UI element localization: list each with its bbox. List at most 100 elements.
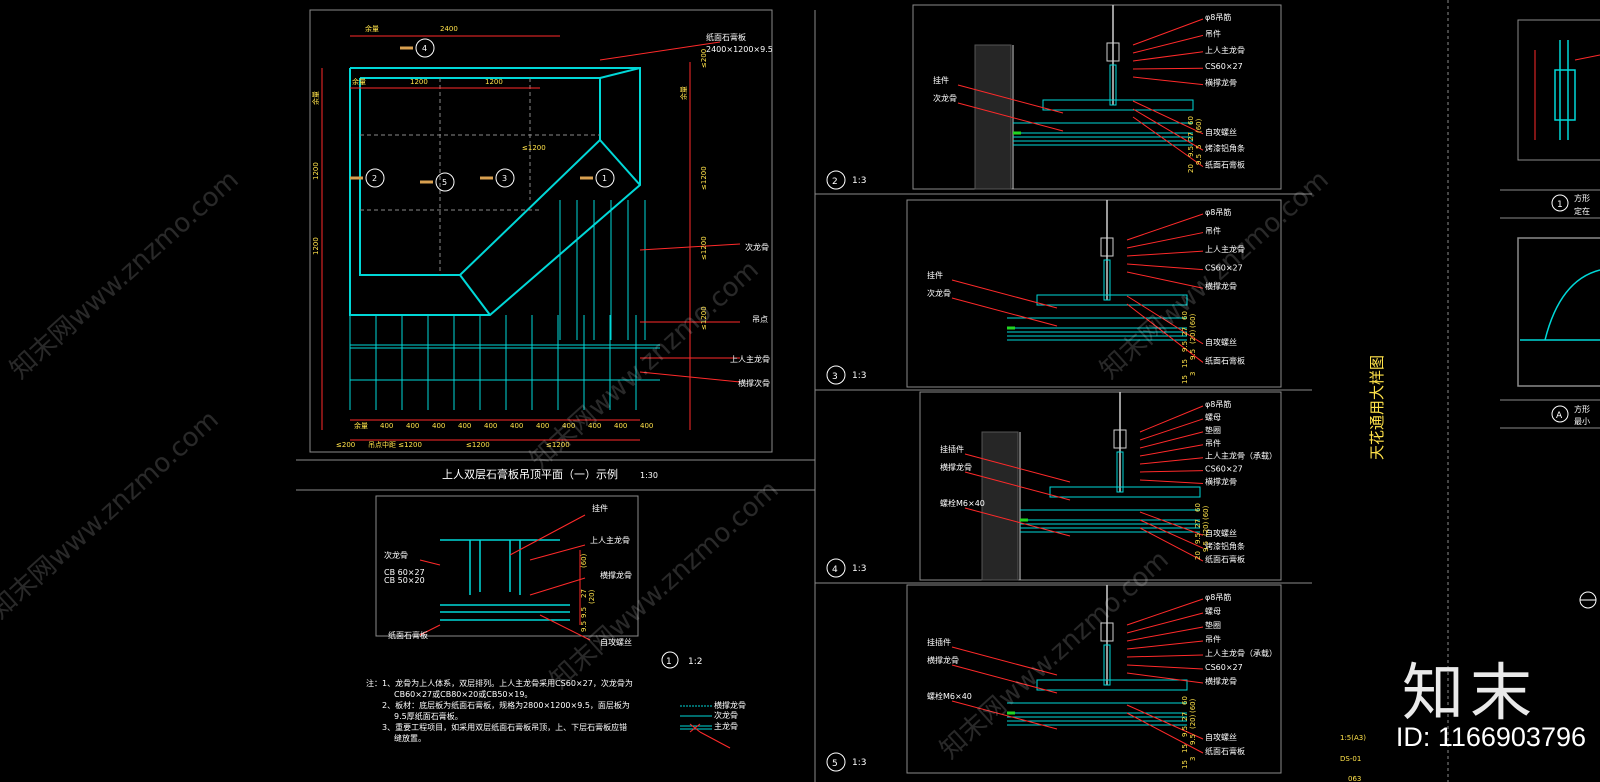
detail2-label-1: 吊件 [1205,28,1221,38]
detail3-label-6: 次龙骨 [927,288,951,298]
detail-2: φ8吊筋吊件上人主龙骨CS60×27横撑龙骨挂件次龙骨自攻螺丝烤漆铝角条纸面石膏… [826,4,1282,190]
plan-right-label-3: 吊点 [752,315,768,324]
plan-right-dim-0: ≤200 [700,49,708,68]
detail5-dim-0: 60 [1181,696,1189,705]
detail4-dim-5: 9.5 [1202,541,1210,552]
plan-bottom-dim-0: 余量 [354,421,368,430]
detail2-dim-3: 5 [1195,145,1203,149]
plan-right-dim-4: ≤1200 [700,306,708,330]
main-plan-scale: 1:30 [640,471,658,480]
detail4-dim-1: (60) [1202,505,1210,520]
sheet-frame [296,0,1449,782]
detail5-dim-8: 15 [1181,760,1189,769]
detail4-label-7: 螺栓M6×40 [940,498,985,508]
detail3-dim-1: (60) [1189,313,1197,328]
detail2-label-2: 上人主龙骨 [1205,45,1245,55]
plan-right-label-2: 次龙骨 [745,242,769,252]
detail3-label-8: 纸面石膏板 [1205,355,1245,365]
plan-left-dim-2: 1200 [312,237,320,255]
plan-right-label-4: 上人主龙骨 [730,354,770,364]
watermark-1: 知末网www.znzmo.com [5,165,245,385]
plan-bottom-spacing-2: ≤1200 [466,441,490,449]
detail1-label-1: 上人主龙骨 [590,535,630,545]
detail4-label-3: 吊件 [1205,438,1221,448]
detail4-label-4: 上人主龙骨（承载） [1205,451,1277,461]
detail3-scale: 1:3 [852,371,866,381]
detail3-dim-7: 3 [1189,372,1197,376]
legend: 横撑龙骨 次龙骨 主龙骨 [680,700,746,749]
detail1-dim-3: 27 [580,589,588,598]
plan-marker-2: 2 [372,174,377,183]
corner-label-2: 063 [1348,775,1361,782]
detail2-dim-6: 20 [1187,164,1195,173]
detail1-label-4: CB 50×20 [384,576,425,585]
detail4-label-6: 横撑龙骨 [1205,477,1237,487]
detail4-label-1: 螺母 [1205,412,1221,422]
partial-circle-1: 1 [1557,200,1563,210]
detail5-dim-1: (60) [1189,698,1197,713]
plan-left-dim-0: 余量 [311,91,320,105]
side-title: 天花通用大样图 [1368,355,1386,460]
detail3-number: 3 [832,372,838,382]
legend-zhulonggu: 主龙骨 [714,721,738,731]
detail2-dim-4: 9.5 [1187,146,1195,157]
plan-bottom-dim-9: 400 [588,422,601,430]
plan-bottom-spacing-3: ≤1200 [546,441,570,449]
plan-bottom-dim-3: 400 [432,422,445,430]
plan-bottom-dim-7: 400 [536,422,549,430]
detail4-label-2: 垫圈 [1205,425,1221,435]
plan-right-label-1: 2400×1200×9.5 [706,45,773,54]
detail2-label-6: 次龙骨 [933,93,957,103]
detail4-label-5: CS60×27 [1205,465,1243,474]
detail5-label-6: 横撑龙骨 [1205,676,1237,686]
detail1-label-5: 横撑龙骨 [600,570,632,580]
plan-left-dim-1: 1200 [312,162,320,180]
detail1-label-3: CB 60×27 [384,568,425,577]
corner-label-0: 1:5(A3) [1340,734,1366,742]
plan-marker-3: 3 [502,174,507,183]
plan-bottom-dim-1: 400 [380,422,393,430]
watermark-4: 知末网www.znzmo.com [545,475,785,695]
detail5-dim-7: 3 [1189,757,1197,761]
detail2-scale: 1:3 [852,176,866,186]
detail3-label-2: 上人主龙骨 [1205,244,1245,254]
detail-1-number: 1 [666,657,672,667]
plan-marker-4: 4 [422,44,427,53]
detail4-number: 4 [832,565,838,575]
legend-hengcheng: 横撑龙骨 [714,700,746,710]
corner-labels: 1:5(A3) DS-01 063 [1340,734,1366,782]
detail2-label-0: φ8吊筋 [1205,12,1231,22]
detail1-dim-4: (20) [588,589,596,604]
corner-label-1: DS-01 [1340,755,1361,763]
detail5-label-10: 自攻螺丝 [1205,732,1237,742]
plan-bottom-spacing-1: 吊点中距 ≤1200 [368,440,422,449]
detail5-label-5: CS60×27 [1205,663,1243,672]
watermarks: 知末网www.znzmo.com 知末网www.znzmo.com 知末网www… [0,165,1335,765]
partial-title-1: 方形 [1574,193,1590,203]
plan-right-dim-2: ≤1200 [700,166,708,190]
plan-right-dim-3: ≤1200 [700,236,708,260]
watermark-2: 知末网www.znzmo.com [0,405,225,625]
partial-title-ab: 最小 [1574,417,1590,426]
detail3-label-7: 自攻螺丝 [1205,337,1237,347]
detail2-label-4: 横撑龙骨 [1205,78,1237,88]
detail1-label-0: 挂件 [592,503,608,513]
detail3-label-4: 横撑龙骨 [1205,281,1237,291]
plan-bottom-dim-11: 400 [640,422,653,430]
detail2-label-7: 自攻螺丝 [1205,127,1237,137]
note-line-1: CB60×27或CB80×20或CB50×19。 [394,689,532,699]
plan-bottom-dim-10: 400 [614,422,627,430]
top-left-dim: 余量 [365,24,379,33]
detail2-label-5: 挂件 [933,75,949,85]
detail4-dim-3: (20) [1202,521,1210,536]
detail1-dim-2: 9.5 [580,607,588,618]
plan-marker-5: 5 [442,178,447,187]
detail3-label-5: 挂件 [927,270,943,280]
plan-bottom-dim-5: 400 [484,422,497,430]
detail5-label-8: 挂插件 [927,637,951,647]
mid-dim: ≤1200 [522,144,546,152]
detail3-dim-2: 27 [1181,327,1189,336]
detail3-dim-4: 9.5 [1181,341,1189,352]
